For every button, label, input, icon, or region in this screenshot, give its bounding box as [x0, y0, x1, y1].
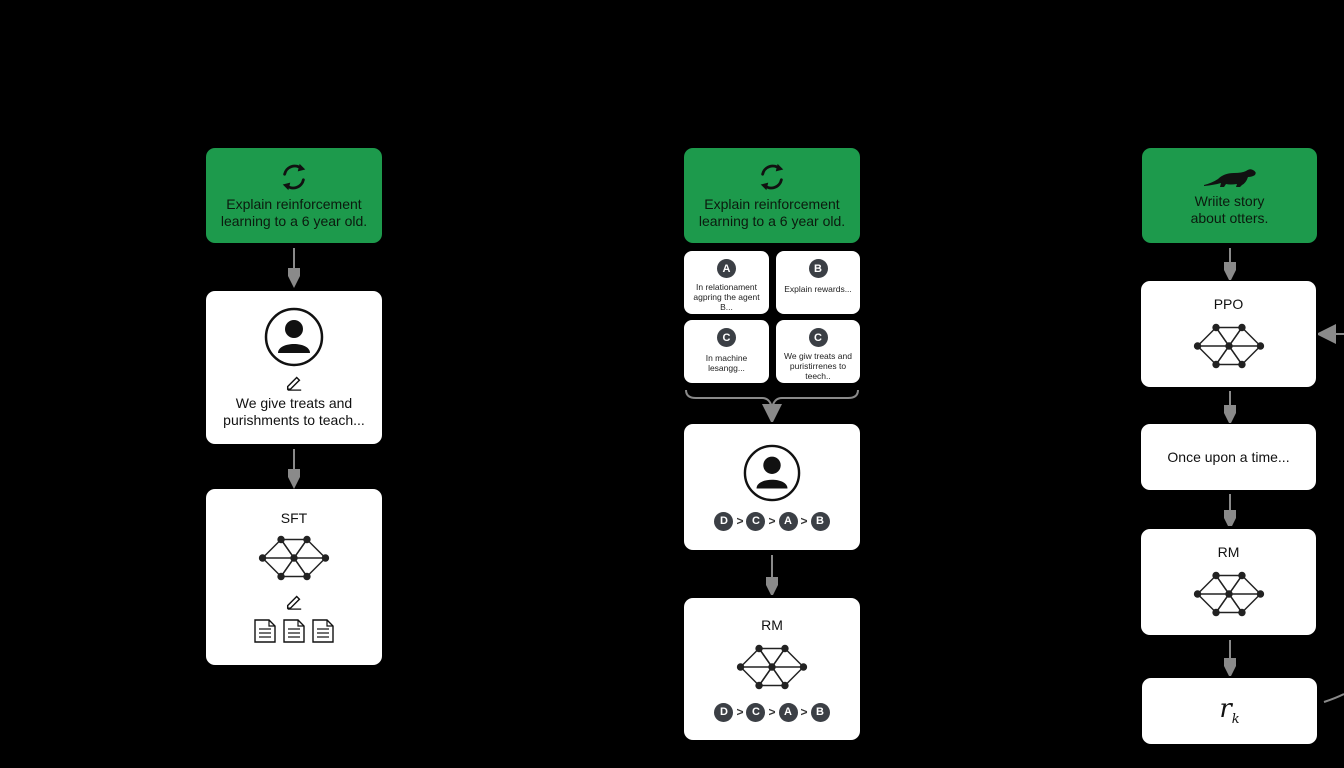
ranking-row: D > C > A > B — [714, 511, 830, 531]
output-text: In machine lesangg... — [705, 353, 748, 373]
output-badge: A — [717, 259, 736, 278]
output-badge: B — [808, 259, 828, 278]
col3-ppo-box: PPO — [1141, 281, 1316, 387]
pencil-icon — [285, 373, 303, 391]
output-card-c: C In machine lesangg... — [684, 320, 769, 383]
output-text: We giw treats and puristirrenes to teech… — [784, 351, 852, 381]
output-card-a: A In relationament agpring the agent B..… — [684, 251, 769, 314]
col2-rm-title: RM — [761, 616, 783, 633]
col2-prompt-box: Explain reinforcement learning to a 6 ye… — [684, 148, 860, 243]
col2-prompt-line2: learning to a 6 year old. — [698, 212, 846, 229]
reward-symbol: rk — [1219, 694, 1240, 728]
rm-ranking-row: D > C > A > B — [714, 702, 830, 722]
rank-badge: B — [810, 511, 830, 531]
col3-prompt-line2: about otters. — [1190, 209, 1269, 226]
refresh-icon — [279, 162, 309, 192]
pencil-icon — [285, 592, 303, 610]
refresh-icon — [757, 162, 787, 192]
col1-arrow-2 — [288, 449, 300, 489]
output-card-d: C We giw treats and puristirrenes to tee… — [776, 320, 860, 383]
col3-reward-box: rk — [1142, 678, 1317, 744]
output-badge: C — [808, 328, 828, 347]
col3-arrow-2 — [1224, 391, 1236, 423]
network-icon — [735, 641, 809, 693]
col1-prompt-line1: Explain reinforcement — [226, 195, 362, 212]
col3-arrow-3 — [1224, 494, 1236, 526]
rank-badge: A — [778, 511, 798, 531]
col1-arrow-1 — [288, 248, 300, 288]
document-icon — [253, 618, 277, 644]
col1-sft-title: SFT — [280, 510, 308, 526]
col3-ppo-title: PPO — [1213, 296, 1244, 312]
documents-group — [253, 618, 335, 644]
output-badge: C — [717, 328, 736, 347]
output-card-b: B Explain rewards... — [776, 251, 860, 314]
output-text: In relationament agpring the agent B... — [693, 282, 760, 312]
rank-badge: D — [714, 702, 734, 722]
otter-icon — [1203, 168, 1256, 187]
user-icon — [264, 307, 324, 367]
col1-demo-line2: purishments to teach... — [223, 411, 365, 428]
document-icon — [282, 618, 306, 644]
rank-badge: C — [746, 702, 766, 722]
col2-brace — [685, 389, 859, 422]
network-icon — [1192, 568, 1266, 620]
rank-badge: C — [746, 511, 766, 531]
col2-arrow-1 — [766, 555, 778, 595]
col3-output-text: Once upon a time... — [1167, 448, 1290, 465]
network-icon — [1192, 320, 1266, 372]
rank-badge: B — [810, 702, 830, 722]
col1-demo-line1: We give treats and — [235, 394, 353, 411]
col1-prompt-box: Explain reinforcement learning to a 6 ye… — [206, 148, 382, 243]
rank-badge: D — [714, 511, 734, 531]
network-icon — [257, 532, 331, 584]
col1-demonstration-box: We give treats and purishments to teach.… — [206, 291, 382, 444]
col3-rm-title: RM — [1217, 544, 1240, 560]
col3-prompt-line1: Wriite story — [1194, 192, 1265, 209]
document-icon — [311, 618, 335, 644]
col3-prompt-box: Wriite story about otters. — [1142, 148, 1317, 243]
col3-arrow-1 — [1224, 248, 1236, 280]
col1-prompt-line2: learning to a 6 year old. — [220, 212, 368, 229]
rank-badge: A — [778, 702, 798, 722]
col2-prompt-line1: Explain reinforcement — [704, 195, 840, 212]
col3-output-box: Once upon a time... — [1141, 424, 1316, 490]
user-icon — [743, 444, 801, 502]
col1-sft-box: SFT — [206, 489, 382, 665]
col3-arrow-4 — [1224, 640, 1236, 676]
feedback-loop — [1318, 324, 1344, 703]
col3-rm-box: RM — [1141, 529, 1316, 635]
col2-rm-box: RM D > C > A > B — [684, 598, 860, 740]
col2-ranking-box: D > C > A > B — [684, 424, 860, 550]
output-text: Explain rewards... — [784, 284, 852, 294]
